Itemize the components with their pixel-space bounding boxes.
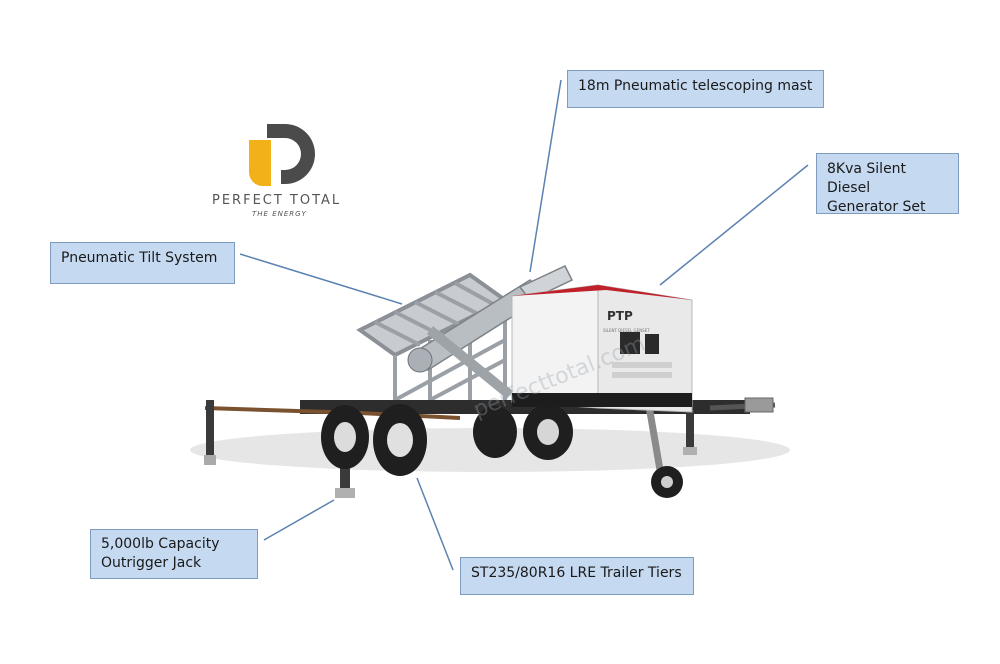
callout-tilt: Pneumatic Tilt System (50, 242, 235, 284)
callout-tires-text: ST235/80R16 LRE Trailer Tiers (471, 565, 682, 581)
callout-mast: 18m Pneumatic telescoping mast (567, 70, 824, 108)
generator-enclosure (511, 284, 693, 413)
callout-generator: 8Kva Silent Diesel Generator Set (816, 153, 959, 215)
trailer-wheels (321, 404, 573, 476)
callout-jack-line1: 5,000lb Capacity (101, 536, 220, 552)
outrigger-jack-rear (204, 400, 216, 465)
callout-tires: ST235/80R16 LRE Trailer Tiers (460, 557, 694, 595)
tilt-leader-line (239, 253, 403, 305)
callout-generator-line2: Generator Set (827, 199, 926, 215)
jockey-wheel (644, 399, 683, 498)
tires-leader-line (416, 477, 454, 571)
generator-leader-line (659, 164, 809, 286)
outrigger-jack-right (683, 410, 697, 455)
callout-generator-line1: 8Kva Silent Diesel (827, 161, 907, 196)
mast-leader-line (529, 79, 562, 273)
tilt-arm (426, 326, 514, 399)
generator-sublabel: SILENT DIESEL GENSET (603, 328, 650, 333)
callout-tilt-text: Pneumatic Tilt System (61, 250, 218, 266)
perfect-total-logo-icon (248, 124, 315, 186)
callout-mast-text: 18m Pneumatic telescoping mast (578, 78, 813, 94)
callout-jack: 5,000lb Capacity Outrigger Jack (90, 529, 258, 579)
logo-tagline: THE ENERGY (252, 210, 307, 218)
logo-wordmark: PERFECT TOTAL (212, 193, 342, 208)
generator-brand-label: PTP (607, 309, 633, 323)
jack-leader-line (263, 499, 335, 541)
callout-jack-line2: Outrigger Jack (101, 555, 202, 571)
